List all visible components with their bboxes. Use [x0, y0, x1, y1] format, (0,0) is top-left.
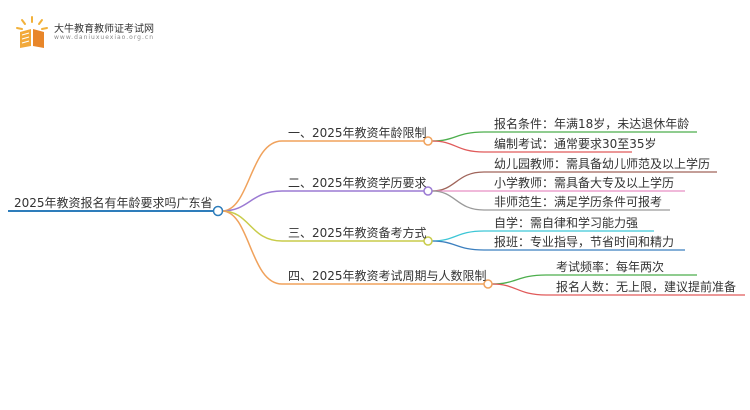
leaf-primary-teacher: 小学教师：需具备大专及以上学历	[494, 176, 675, 190]
book-icon	[16, 16, 48, 48]
branch-connector	[221, 140, 283, 212]
leaf-connector	[431, 240, 485, 251]
leaf-connector	[431, 140, 485, 153]
branch-connector	[221, 210, 283, 285]
leaf-non-normal-student: 非师范生：满足学历条件可报考	[494, 195, 663, 209]
leaf-connector	[491, 283, 547, 296]
leaf-tutoring-class: 报班：专业指导，节省时间和精力	[494, 235, 675, 249]
leaf-self-study: 自学：需自律和学习能力强	[494, 216, 639, 230]
branch-exam-cycle: 四、2025年教资考试周期与人数限制	[288, 269, 487, 283]
leaf-connector	[431, 190, 485, 211]
leaf-connector	[431, 131, 485, 142]
branch-node-circle	[423, 186, 433, 196]
root-node-circle	[212, 205, 224, 217]
leaf-connector	[491, 274, 547, 285]
site-name: 大牛教育教师证考试网	[54, 24, 154, 35]
branch-age-limit: 一、2025年教资年龄限制	[288, 126, 427, 140]
branch-node-circle	[483, 279, 493, 289]
branch-prep-method: 三、2025年教资备考方式	[288, 226, 427, 240]
branch-connector	[221, 190, 283, 212]
site-logo[interactable]: 大牛教育教师证考试网 www.daniuxuexiao.org.cn	[14, 14, 174, 50]
leaf-connector	[431, 230, 485, 242]
leaf-connector	[431, 171, 485, 192]
mindmap-root: 2025年教资报名有年龄要求吗广东省	[14, 196, 213, 210]
branch-node-circle	[423, 236, 433, 246]
site-url: www.daniuxuexiao.org.cn	[54, 34, 154, 41]
branch-node-circle	[423, 136, 433, 146]
branch-connector	[221, 210, 283, 242]
leaf-staffing-exam: 编制考试：通常要求30至35岁	[494, 137, 657, 151]
leaf-registration-conditions: 报名条件：年满18岁，未达退休年龄	[494, 117, 690, 131]
leaf-applicant-count: 报名人数：无上限，建议提前准备	[556, 280, 737, 294]
leaf-kindergarten-teacher: 幼儿园教师：需具备幼儿师范及以上学历	[494, 157, 711, 171]
branch-education-requirement: 二、2025年教资学历要求	[288, 176, 427, 190]
leaf-exam-frequency: 考试频率：每年两次	[556, 260, 665, 274]
